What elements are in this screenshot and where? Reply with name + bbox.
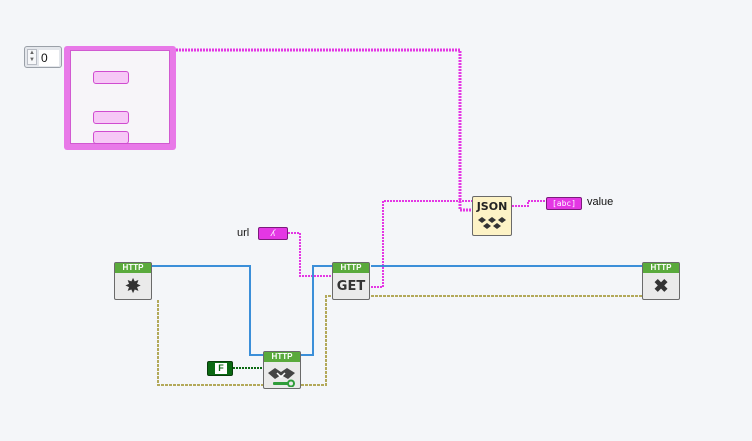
url-wire[interactable] bbox=[288, 232, 332, 277]
array-index-control[interactable]: ▲▼ 0 bbox=[24, 46, 62, 68]
string-array-constant[interactable] bbox=[64, 46, 176, 150]
open-handle-banner: HTTP bbox=[115, 263, 151, 273]
get-response-wire[interactable] bbox=[371, 200, 472, 288]
boolean-value: F bbox=[215, 363, 227, 374]
index-spinner[interactable]: ▲▼ bbox=[27, 49, 37, 65]
array-elements-area bbox=[70, 50, 170, 144]
close-handle-banner: HTTP bbox=[643, 263, 679, 273]
json-parse-node[interactable]: JSON bbox=[472, 196, 512, 236]
url-string-constant[interactable]: ʎ bbox=[258, 227, 288, 240]
handle-wire-config-to-get[interactable] bbox=[301, 265, 332, 356]
http-get-vi[interactable]: HTTP GET bbox=[332, 262, 370, 300]
get-banner: HTTP bbox=[333, 263, 369, 273]
json-node-icon bbox=[478, 217, 506, 229]
array-element-2[interactable] bbox=[93, 111, 129, 124]
burst-icon: ✸ bbox=[125, 275, 141, 296]
handle-wire-open-to-config[interactable] bbox=[152, 265, 263, 356]
array-index-value[interactable]: 0 bbox=[39, 50, 59, 66]
value-label: value bbox=[587, 196, 614, 208]
error-wire-open-to-config[interactable] bbox=[157, 300, 263, 386]
array-element-1[interactable] bbox=[93, 71, 129, 84]
value-indicator[interactable]: [abc] bbox=[546, 197, 582, 210]
handshake-wrench-icon bbox=[264, 362, 300, 388]
json-node-title: JSON bbox=[476, 200, 508, 213]
http-close-handle-vi[interactable]: HTTP ✖ bbox=[642, 262, 680, 300]
boolean-false-constant[interactable]: F bbox=[207, 361, 233, 376]
http-open-handle-vi[interactable]: HTTP ✸ bbox=[114, 262, 152, 300]
close-icon: ✖ bbox=[653, 275, 669, 296]
http-config-ssl-vi[interactable]: HTTP bbox=[263, 351, 301, 389]
url-label: url bbox=[237, 227, 250, 239]
config-ssl-banner: HTTP bbox=[264, 352, 300, 362]
json-to-value-wire[interactable] bbox=[512, 200, 546, 207]
error-wire-config-to-get[interactable] bbox=[301, 295, 332, 386]
get-label: GET bbox=[336, 278, 366, 294]
array-element-3[interactable] bbox=[93, 131, 129, 144]
array-to-json-wire[interactable] bbox=[176, 48, 472, 212]
